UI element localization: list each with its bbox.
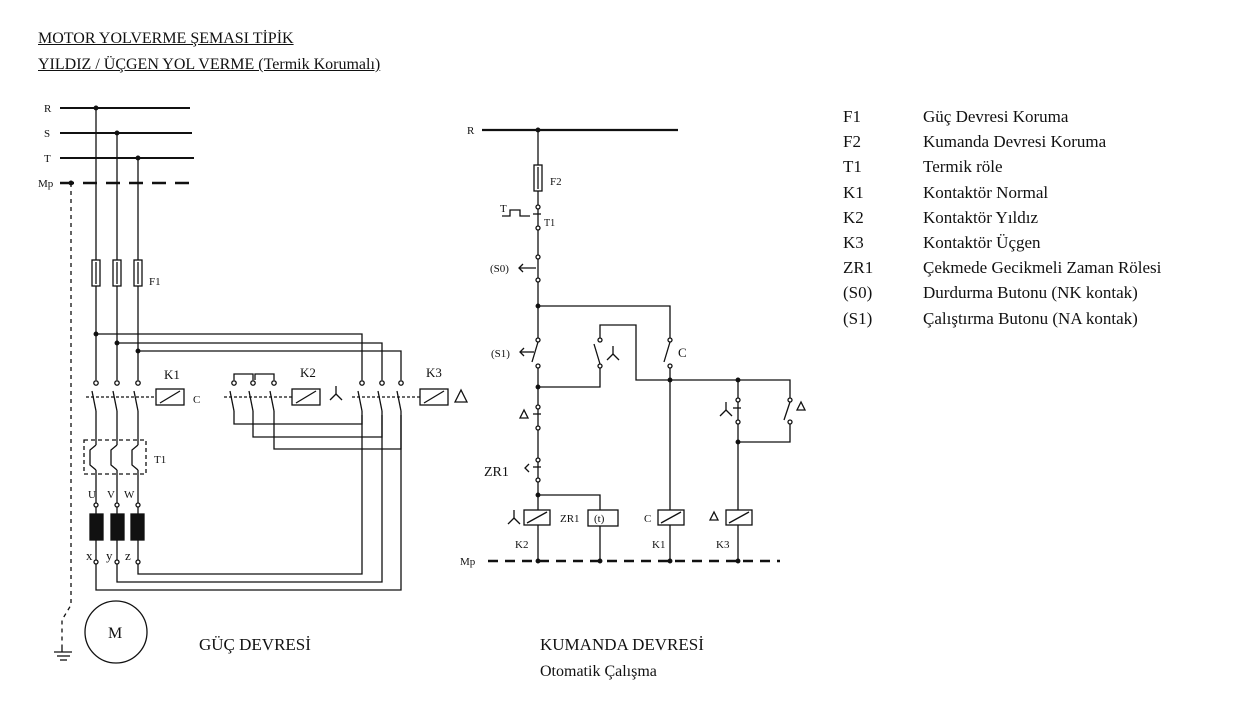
star-symbol-k2-coil (507, 510, 521, 525)
bus-t-label: T (44, 153, 51, 165)
legend-row: K3 Kontaktör Üçgen (843, 230, 1161, 255)
k3-label: K3 (426, 365, 442, 380)
power-circuit: R S T Mp F1 (38, 103, 469, 664)
legend-code: (S0) (843, 283, 873, 303)
zr1-contact-label: ZR1 (484, 465, 509, 480)
power-circuit-caption: GÜÇ DEVRESİ (199, 635, 311, 654)
bus-r-label: R (44, 103, 52, 115)
control-bus-r-label: R (467, 125, 475, 137)
control-bus-mp-label: Mp (460, 556, 476, 568)
legend-row: K1 Kontaktör Normal (843, 180, 1161, 205)
star-symbol-k3-branch (719, 402, 733, 417)
legend-row: F1 Güç Devresi Koruma (843, 104, 1161, 129)
legend-desc: Termik röle (923, 157, 1003, 177)
legend-row: (S1) Çalıştırma Butonu (NA kontak) (843, 306, 1161, 331)
legend-row: K2 Kontaktör Yıldız (843, 205, 1161, 230)
c-coil-label: C (644, 513, 651, 525)
legend-desc: Durdurma Butonu (NK kontak) (923, 283, 1138, 303)
diagram-subtitle: YILDIZ / ÜÇGEN YOL VERME (Termik Korumal… (38, 56, 381, 73)
k3-coil-label: K3 (716, 539, 730, 551)
legend: F1 Güç Devresi Koruma F2 Kumanda Devresi K… (843, 104, 1161, 331)
k2-label: K2 (300, 365, 316, 380)
terminal-w: W (124, 489, 135, 501)
t1-label: T1 (154, 454, 166, 466)
delta-symbol-k3-branch (795, 400, 807, 411)
timer-symbol: (t) (594, 513, 605, 525)
legend-code: K2 (843, 207, 864, 227)
diagram-title: MOTOR YOLVERME ŞEMASI TİPİK (38, 30, 294, 47)
t1-contact-label: T1 (544, 218, 555, 229)
control-circuit-subcaption: Otomatik Çalışma (540, 663, 657, 680)
bus-mp-label: Mp (38, 178, 54, 190)
legend-desc: Çalıştırma Butonu (NA kontak) (923, 308, 1138, 328)
legend-row: ZR1 Çekmede Gecikmeli Zaman Rölesi (843, 255, 1161, 280)
legend-desc: Güç Devresi Koruma (923, 107, 1069, 126)
control-circuit-caption: KUMANDA DEVRESİ (540, 635, 704, 654)
legend-code: K1 (843, 182, 864, 202)
f2-label: F2 (550, 176, 562, 188)
legend-code: F2 (843, 132, 861, 152)
star-symbol-k2 (329, 386, 343, 401)
terminal-z: z (125, 548, 131, 563)
legend-desc: Kontaktör Normal (923, 182, 1049, 202)
legend-desc: Kontaktör Yıldız (923, 207, 1039, 227)
t-label: T (500, 203, 507, 215)
legend-row: T1 Termik röle (843, 154, 1161, 179)
legend-desc: Kontaktör Üçgen (923, 233, 1041, 253)
legend-desc: Çekmede Gecikmeli Zaman Rölesi (923, 258, 1162, 278)
legend-code: ZR1 (843, 258, 874, 278)
terminal-v: V (107, 489, 115, 501)
k2-coil-label: K2 (515, 539, 528, 551)
s0-label: (S0) (490, 263, 509, 275)
k1-label: K1 (164, 367, 180, 382)
control-circuit: R F2 T T1 (S0) (S1) (460, 125, 807, 568)
f1-label: F1 (149, 276, 161, 288)
legend-row: F2 Kumanda Devresi Koruma (843, 129, 1161, 154)
legend-code: K3 (843, 233, 864, 253)
k1-coil-label: K1 (652, 539, 665, 551)
star-symbol-s1-branch (606, 346, 620, 361)
legend-code: T1 (843, 157, 862, 177)
delta-symbol-k3-coil (708, 510, 720, 521)
legend-code: F1 (843, 107, 861, 126)
zr1-coil-label: ZR1 (560, 513, 580, 525)
s1-label: (S1) (491, 348, 510, 360)
terminal-x: x (86, 548, 93, 563)
legend-code: (S1) (843, 308, 873, 328)
k1-symbol: C (193, 394, 200, 406)
c-aux-label: C (678, 345, 687, 360)
terminal-y: y (106, 548, 113, 563)
delta-symbol-k3 (453, 388, 469, 403)
motor-label: M (108, 625, 122, 642)
delta-symbol-control (518, 408, 530, 419)
terminal-u: U (88, 489, 96, 501)
legend-row: (S0) Durdurma Butonu (NK kontak) (843, 280, 1161, 305)
legend-desc: Kumanda Devresi Koruma (923, 132, 1107, 152)
bus-s-label: S (44, 128, 50, 140)
